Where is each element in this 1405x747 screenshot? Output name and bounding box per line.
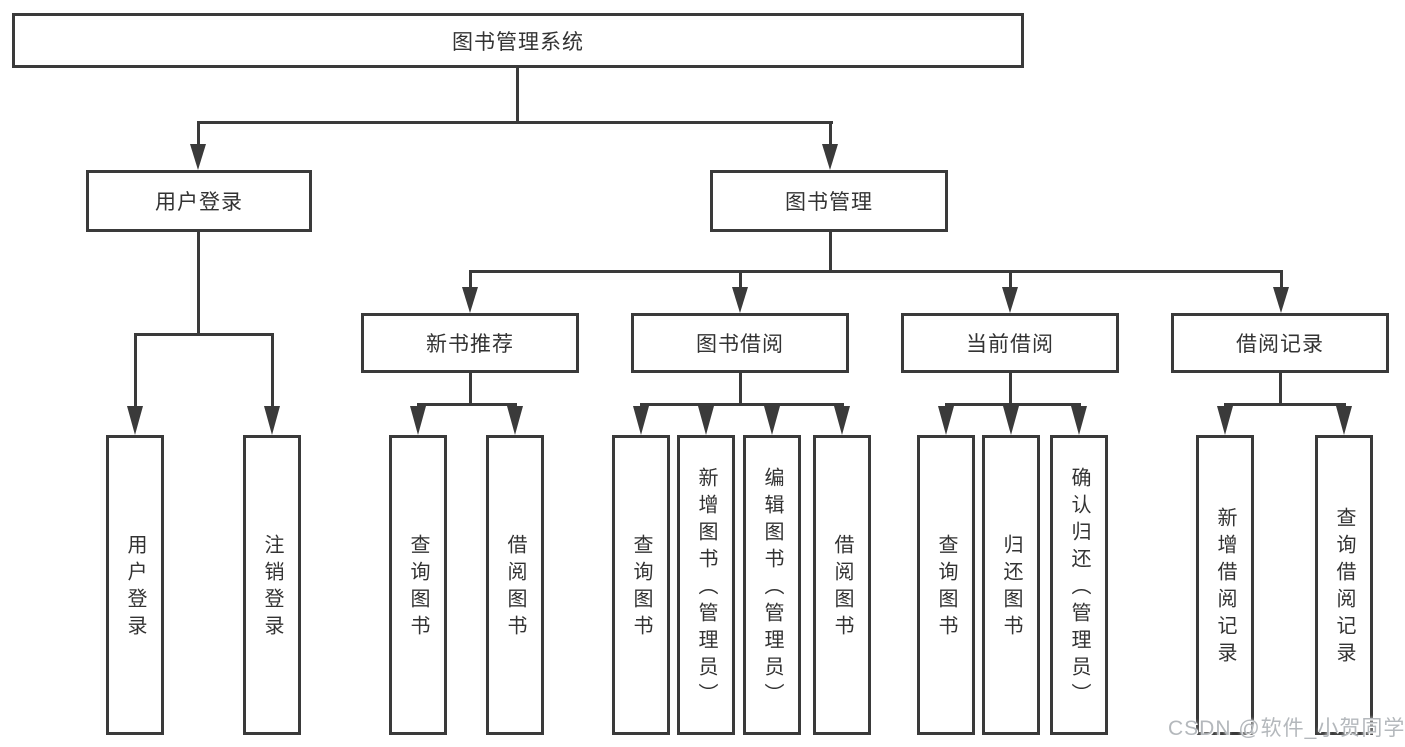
connector-line xyxy=(469,270,1283,273)
arrow-down-icon xyxy=(264,406,280,435)
leaf-query-borrow-record: 查询借阅记录 xyxy=(1315,435,1373,735)
arrow-down-icon xyxy=(410,406,426,435)
arrow-down-icon xyxy=(507,406,523,435)
connector-line xyxy=(197,230,200,336)
connector-line xyxy=(469,371,472,406)
csdn-watermark: CSDN @软件_小贺同学 xyxy=(1168,717,1405,740)
connector-line xyxy=(1279,371,1282,406)
node-library-system: 图书管理系统 xyxy=(12,13,1024,68)
connector-line xyxy=(739,371,742,406)
connector-line xyxy=(134,333,274,336)
node-new-book-recommend: 新书推荐 xyxy=(361,313,579,373)
arrow-down-icon xyxy=(633,406,649,435)
connector-line xyxy=(829,121,832,148)
connector-line xyxy=(739,270,742,289)
connector-line xyxy=(1224,403,1346,406)
leaf-logout: 注销登录 xyxy=(243,435,301,735)
leaf-add-borrow-record: 新增借阅记录 xyxy=(1196,435,1254,735)
connector-line xyxy=(1009,270,1012,289)
arrow-down-icon xyxy=(190,144,206,170)
leaf-query-books: 查询图书 xyxy=(389,435,447,735)
leaf-return-books: 归还图书 xyxy=(982,435,1040,735)
leaf-user-login: 用户登录 xyxy=(106,435,164,735)
connector-line xyxy=(516,66,519,124)
arrow-down-icon xyxy=(698,406,714,435)
node-book-borrowing: 图书借阅 xyxy=(631,313,849,373)
arrow-down-icon xyxy=(1336,406,1352,435)
arrow-down-icon xyxy=(938,406,954,435)
connector-line xyxy=(271,333,274,411)
connector-line xyxy=(640,403,844,406)
leaf-borrow-books: 借阅图书 xyxy=(813,435,871,735)
arrow-down-icon xyxy=(1003,406,1019,435)
connector-line xyxy=(197,121,200,148)
arrow-down-icon xyxy=(764,406,780,435)
arrow-down-icon xyxy=(1273,287,1289,313)
arrow-down-icon xyxy=(1071,406,1087,435)
arrow-down-icon xyxy=(822,144,838,170)
connector-line xyxy=(469,270,472,289)
node-user-login: 用户登录 xyxy=(86,170,312,232)
node-current-borrowing: 当前借阅 xyxy=(901,313,1119,373)
leaf-confirm-return-admin: 确认归还（管理员） xyxy=(1050,435,1108,735)
arrow-down-icon xyxy=(127,406,143,435)
leaf-edit-book-admin: 编辑图书（管理员） xyxy=(743,435,801,735)
node-book-management: 图书管理 xyxy=(710,170,948,232)
leaf-add-book-admin: 新增图书（管理员） xyxy=(677,435,735,735)
node-borrowing-records: 借阅记录 xyxy=(1171,313,1389,373)
connector-line xyxy=(417,403,517,406)
arrow-down-icon xyxy=(1002,287,1018,313)
connector-line xyxy=(945,403,1081,406)
arrow-down-icon xyxy=(834,406,850,435)
connector-line xyxy=(134,333,137,411)
connector-line xyxy=(1009,371,1012,406)
connector-line xyxy=(197,121,833,124)
leaf-borrow-books: 借阅图书 xyxy=(486,435,544,735)
connector-line xyxy=(829,230,832,273)
leaf-query-books: 查询图书 xyxy=(917,435,975,735)
arrow-down-icon xyxy=(462,287,478,313)
arrow-down-icon xyxy=(1217,406,1233,435)
arrow-down-icon xyxy=(732,287,748,313)
connector-line xyxy=(1280,270,1283,289)
leaf-query-books: 查询图书 xyxy=(612,435,670,735)
